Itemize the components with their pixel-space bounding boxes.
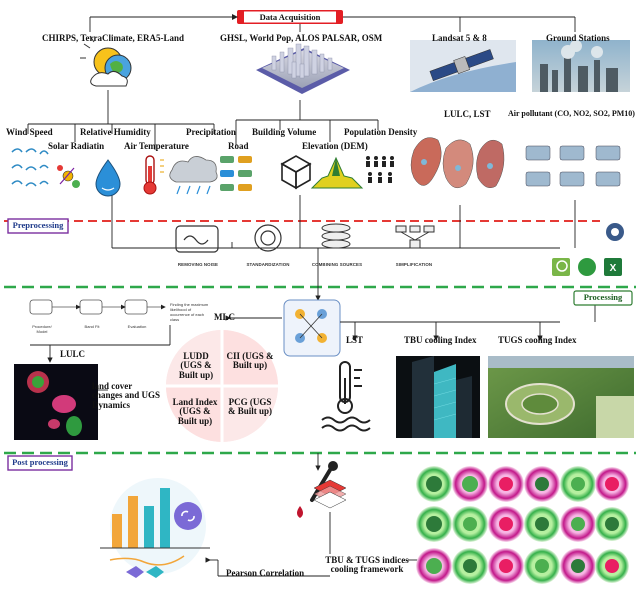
solar-radiation-icon [57,165,80,188]
precipitation-label: Precipitation [186,127,236,137]
population-density-icon [366,156,394,183]
combining-sources-label: COMBINING SOURCES [311,262,363,267]
cooling-ring [524,466,560,502]
layers-icon [313,479,347,509]
air-temperature-label: Air Temperature [124,141,189,151]
cii-index-label: CII (UGS & Built up) [226,351,274,371]
wind-speed-label: Wind Speed [6,127,53,137]
cooling-ring [595,467,629,501]
climate-sources-label: CHIRPS, TerraClimate, ERA5-Land [42,33,185,43]
cooling-ring [560,548,596,584]
cooling-ring [524,506,560,542]
cooling-framework-label: TBU & TUGS indices cooling framework [325,555,409,575]
flow-box-band-fit: Band Fit [84,324,100,329]
dynamics-label: land cover changes and UGS Dynamics [92,381,161,410]
cooling-ring [416,466,452,502]
mlc-label: MLC [214,312,235,322]
post-processing-label: Post processing [12,457,68,467]
cooling-ring [416,506,452,542]
cooling-ring [595,507,629,541]
flow-box-evaluation: Evaluation [127,324,147,329]
tugs-index-label: TUGS cooling Index [498,335,577,345]
cooling-ring [452,466,488,502]
tugs-park-image [488,356,634,438]
pearson-correlation-chart-icon [100,478,210,578]
indices-circle [166,330,278,442]
landsat-satellite-image [410,40,516,92]
elevation-label: Elevation (DEM) [302,141,368,151]
simplification-icon [395,225,435,249]
software-icons: X [552,258,622,276]
tbu-index-label: TBU cooling Index [404,335,477,345]
wind-speed-icons [11,148,49,187]
climate-weather-icon [80,35,132,87]
data-acquisition-label: Data Acquisition [259,12,321,22]
ground-stations-image [532,40,630,92]
precipitation-cloud-icon [169,156,218,195]
air-pollutant-label: Air pollutant (CO, NO2, SO2, PM10) [508,109,635,118]
ludd-index-label: LUDD (UGS & Built up) [178,351,214,380]
gear-icon [606,223,624,241]
preprocessing-label: Preprocessing [12,220,64,230]
air-pollutant-icons [525,145,621,187]
building-volume-cube-icon [280,155,312,190]
elevation-dem-icon [310,156,364,189]
processing-label: Processing [583,292,623,302]
cooling-ring [488,466,524,502]
cooling-rings-grid [416,466,629,584]
lulc-lst-label: LULC, LST [444,109,491,119]
cooling-ring [524,548,560,584]
ground-stations-label: Ground Stations [546,33,610,43]
relative-humidity-label: Relative Humidity [80,127,151,137]
cooling-ring [560,466,596,502]
lulc-classified-map [14,364,98,440]
lulc-label: LULC [60,349,86,359]
flow-box-procedure: Procedure/ Model [32,324,52,334]
flow-note: Finding the maximum likelihood of occurr… [170,302,209,322]
thermometer-icon [143,155,164,195]
cooling-ring [452,506,488,542]
urban-3d-city-icon [256,43,350,94]
population-density-label: Population Density [344,127,418,137]
simplification-label: SIMPLIFICATION [395,262,433,267]
pearson-correlation-label: Pearson Correlation [226,568,305,578]
road-icons [220,156,252,191]
cooling-ring [560,506,596,542]
processing-tag-box [573,290,633,306]
cooling-ring [488,506,524,542]
urban-sources-label: GHSL, World Pop, ALOS PALSAR, OSM [220,33,383,43]
road-label: Road [228,141,249,151]
cooling-ring [488,548,524,584]
mlc-flowchart [29,299,166,315]
lst-label: LST [346,335,364,345]
cooling-ring [416,548,452,584]
svg-text:X: X [610,263,617,274]
preprocessing-tag-box [7,218,69,234]
land-index-label: Land Index (UGS & Built up) [172,397,218,426]
tbu-building-image [396,356,480,438]
combining-sources-icon [321,223,351,249]
lst-thermometer-waves-icon [321,361,371,432]
building-volume-label: Building Volume [252,127,317,137]
landsat-label: Landsat 5 & 8 [432,33,487,43]
solar-radiation-label: Solar Radiatin [48,141,105,151]
humidity-drop-icon [95,159,121,197]
processing-network-icon [283,299,341,357]
lulc-lst-maps [410,137,505,189]
cooling-ring [452,548,488,584]
post-processing-tag-box [7,455,73,471]
standardization-icon [254,224,282,252]
removing-noise-icon [175,225,219,253]
removing-noise-label: REMOVING NOISE [177,262,219,267]
pcg-index-label: PCG (UGS & Built up) [227,397,272,417]
standardization-label: STANDARDIZATION [246,262,290,267]
cooling-ring [595,549,629,583]
